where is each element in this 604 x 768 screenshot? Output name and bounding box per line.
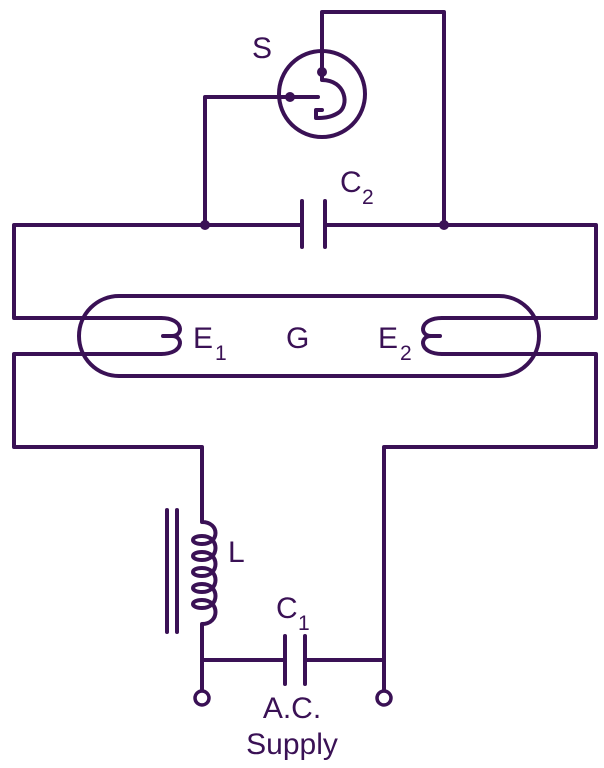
label-gas: G	[286, 322, 309, 355]
label-supply-line1: A.C.	[263, 692, 321, 725]
wire-top-right-loop	[325, 223, 598, 320]
fluorescent-tube	[77, 294, 541, 378]
junction-right-top	[439, 220, 449, 230]
filament-e1	[159, 316, 182, 356]
label-supply-line2: Supply	[246, 728, 338, 761]
supply-terminal-right	[375, 689, 393, 707]
label-c1: C	[276, 592, 298, 625]
label-c2-subscript: 2	[362, 186, 374, 209]
wire-starter-left-to-left-node	[203, 95, 292, 227]
wire-top-left-loop	[12, 223, 302, 320]
choke-coil	[191, 508, 218, 692]
capacitor-c1	[283, 634, 307, 686]
label-c1-subscript: 1	[298, 612, 310, 635]
junction-left-top	[200, 220, 210, 230]
wire-bottom-right-loop	[382, 352, 598, 692]
wire-starter-top-to-right-node	[320, 10, 446, 227]
label-starter: S	[252, 32, 272, 65]
wire-bottom-left-loop	[12, 352, 204, 512]
label-e1-subscript: 1	[215, 342, 227, 365]
label-c2: C	[340, 166, 362, 199]
label-e2-subscript: 2	[400, 342, 412, 365]
starter-bimetal-strip	[314, 70, 347, 120]
filament-e2	[421, 316, 444, 356]
capacitor-c2	[300, 199, 327, 249]
choke-inductor-l	[165, 508, 218, 692]
label-e2: E	[378, 322, 398, 355]
label-choke: L	[228, 536, 245, 569]
label-e1: E	[193, 322, 213, 355]
supply-terminal-left	[193, 689, 211, 707]
